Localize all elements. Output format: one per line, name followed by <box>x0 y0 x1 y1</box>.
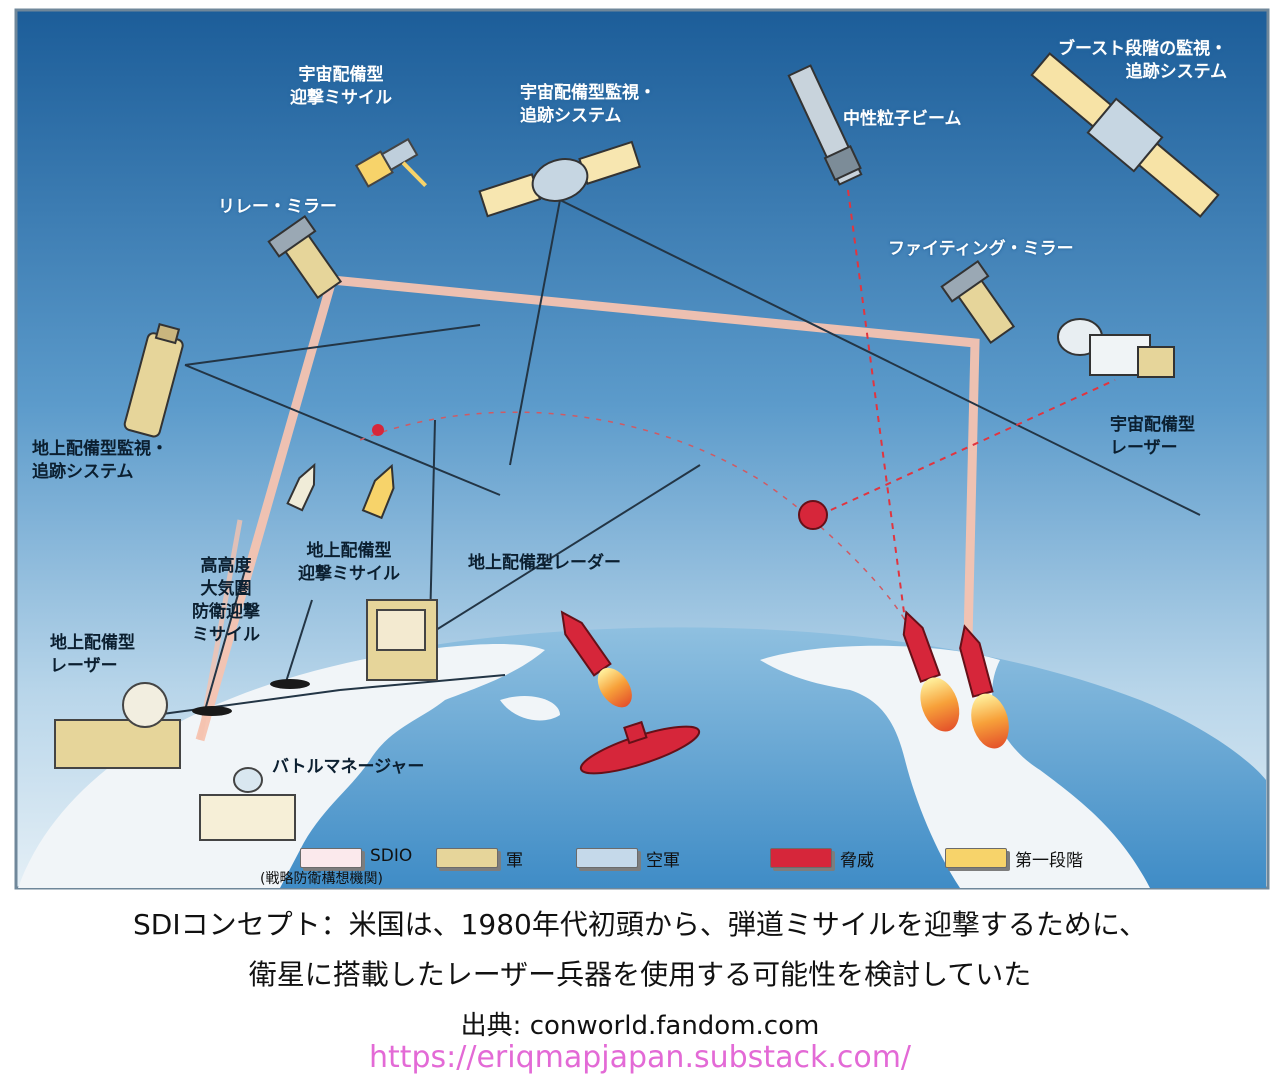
legend-label-stage-one: 第一段階 <box>1015 846 1083 871</box>
legend-label-threat: 脅威 <box>840 846 874 871</box>
label-hedi: 高高度 大気圏 防衛迎撃 ミサイル <box>192 555 260 647</box>
legend-swatch-stage-one <box>945 848 1007 868</box>
legend-label-sdio: SDIO <box>370 846 412 866</box>
caption-line-2: 衛星に搭載したレーザー兵器を使用する可能性を検討していた <box>0 953 1280 993</box>
label-ground-laser: 地上配備型 レーザー <box>50 632 135 678</box>
caption-source: 出典: conworld.fandom.com <box>0 1005 1280 1042</box>
label-space-tracking: 宇宙配備型監視・ 追跡システム <box>520 82 656 128</box>
legend-sub-sdio: (戦略防衛構想機関) <box>260 868 383 888</box>
threat-warhead <box>799 501 827 529</box>
silo-left <box>192 706 232 716</box>
threat-warhead-small <box>372 424 384 436</box>
label-battle-manager: バトルマネージャー <box>272 756 424 779</box>
label-space-interceptor: 宇宙配備型 迎撃ミサイル <box>290 64 392 110</box>
label-fighting-mirror: ファイティング・ミラー <box>888 238 1074 261</box>
legend-label-army: 軍 <box>506 846 523 871</box>
label-boost-tracking: ブースト段階の監視・ 追跡システム <box>1058 38 1227 84</box>
caption-url[interactable]: https://eriqmapjapan.substack.com/ <box>0 1040 1280 1075</box>
label-space-laser: 宇宙配備型 レーザー <box>1110 414 1195 460</box>
label-ground-tracking: 地上配備型監視・ 追跡システム <box>32 438 168 484</box>
label-ground-radar: 地上配備型レーダー <box>468 552 621 575</box>
label-relay-mirror: リレー・ミラー <box>218 196 337 219</box>
label-ground-interceptor: 地上配備型 迎撃ミサイル <box>298 540 400 586</box>
caption-line-1: SDIコンセプト：米国は、1980年代初頭から、弾道ミサイルを迎撃するために、 <box>0 903 1280 943</box>
legend-swatch-threat <box>770 848 832 868</box>
silo-right <box>270 679 310 689</box>
diagram-illustration <box>0 0 1280 900</box>
legend-swatch-air-force <box>576 848 638 868</box>
ground-radar <box>367 600 437 680</box>
legend-swatch-sdio <box>300 848 362 868</box>
label-neutral-beam: 中性粒子ビーム <box>843 108 962 131</box>
legend-swatch-army <box>436 848 498 868</box>
legend-label-air-force: 空軍 <box>646 846 680 871</box>
